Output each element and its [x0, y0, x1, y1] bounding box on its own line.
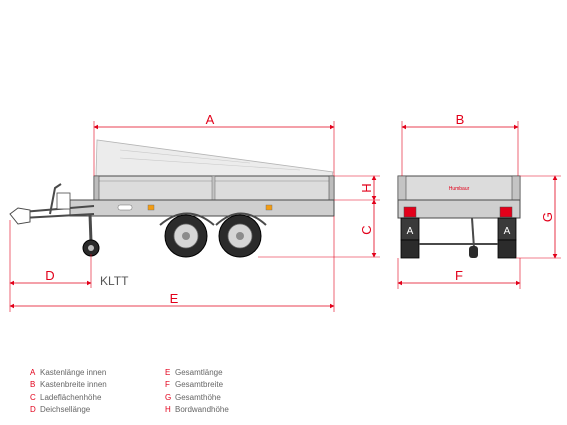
wheel-hub [236, 232, 244, 240]
legend-key: E [165, 367, 171, 377]
side-marker-light [265, 204, 273, 211]
legend-item: H Bordwandhöhe [165, 404, 229, 417]
drawbar-lower [21, 213, 95, 219]
dimension-d-label: D [45, 268, 54, 283]
rear-light-left [403, 206, 417, 218]
dimension-d: D [9, 254, 92, 288]
legend-key: C [30, 392, 36, 402]
legend-item: A Kastenlänge innen [30, 366, 107, 379]
jockey-wheel-hub [88, 245, 94, 251]
dimension-c: C [258, 199, 380, 258]
dimension-a: A [93, 112, 335, 176]
legend-text: Deichsellänge [40, 405, 91, 415]
dimension-b: B [401, 112, 519, 176]
rear-jockey-post [471, 217, 475, 249]
legend-text: Kastenbreite innen [40, 380, 107, 390]
a-frame-badge [56, 192, 71, 210]
wheel-hub [182, 232, 190, 240]
legend-key: G [165, 392, 172, 402]
rear-jockey-wheel [469, 246, 478, 258]
model-label: KLTT [100, 274, 129, 288]
legend-item: B Kastenbreite innen [30, 379, 107, 392]
dimension-e: E [9, 216, 335, 312]
tipped-body-rib [119, 149, 251, 164]
dimension-b-label: B [456, 112, 465, 127]
dimension-g-label: G [540, 212, 555, 222]
legend-key: F [165, 380, 170, 390]
rear-view: Humbaur A A [397, 175, 521, 259]
tipped-body-outline [95, 139, 334, 177]
front-corner-post [93, 175, 100, 201]
legend-text: Gesamtlänge [175, 367, 223, 377]
side-marker-light [147, 204, 155, 211]
legend-key: B [30, 380, 36, 390]
legend-text: Bordwandhöhe [175, 405, 229, 415]
rear-chassis [397, 199, 521, 219]
dimension-a-label: A [206, 112, 215, 127]
dimension-h-label: H [359, 183, 374, 192]
dimension-h: H [334, 175, 380, 201]
dimension-g: G [516, 175, 561, 259]
legend-key: D [30, 405, 36, 415]
legend-item: C Ladeflächenhöhe [30, 391, 107, 404]
legend-item: E Gesamtlänge [165, 366, 229, 379]
dimension-e-label: E [170, 291, 179, 306]
rear-box-post-left [397, 175, 407, 201]
rear-wheel-right [497, 239, 517, 259]
legend-key: H [165, 405, 171, 415]
legend-text: Ladeflächenhöhe [40, 392, 102, 402]
tipped-body-rib [119, 157, 301, 171]
dimension-c-label: C [359, 225, 374, 234]
coupling-head [9, 207, 31, 225]
legend-text: Gesamthöhe [175, 392, 221, 402]
legend-key: A [30, 367, 36, 377]
mudguard [215, 212, 267, 226]
chassis-slot [117, 204, 133, 211]
rear-wheel-left [400, 239, 420, 259]
jockey-wheel-post [88, 213, 93, 243]
mudguard [159, 212, 215, 226]
rear-light-right [499, 206, 513, 218]
legend-text: Kastenlänge innen [40, 367, 107, 377]
legend-left: A Kastenlänge innen B Kastenbreite innen C… [30, 366, 107, 416]
centre-post [211, 175, 216, 201]
rear-a-right: A [504, 226, 511, 237]
side-view [9, 139, 335, 258]
dimension-f: F [397, 258, 521, 289]
legend-text: Gesamtbreite [175, 380, 224, 390]
rear-corner-post [328, 175, 335, 201]
legend-item: F Gesamtbreite [165, 379, 229, 392]
dimension-f-label: F [455, 268, 463, 283]
handbrake-lever [49, 183, 62, 215]
rear-badge: Humbaur [449, 186, 470, 192]
rear-box-post-right [511, 175, 521, 201]
chassis-frame [69, 199, 335, 217]
legend-item: D Deichsellänge [30, 404, 107, 417]
rear-a-left: A [407, 226, 414, 237]
